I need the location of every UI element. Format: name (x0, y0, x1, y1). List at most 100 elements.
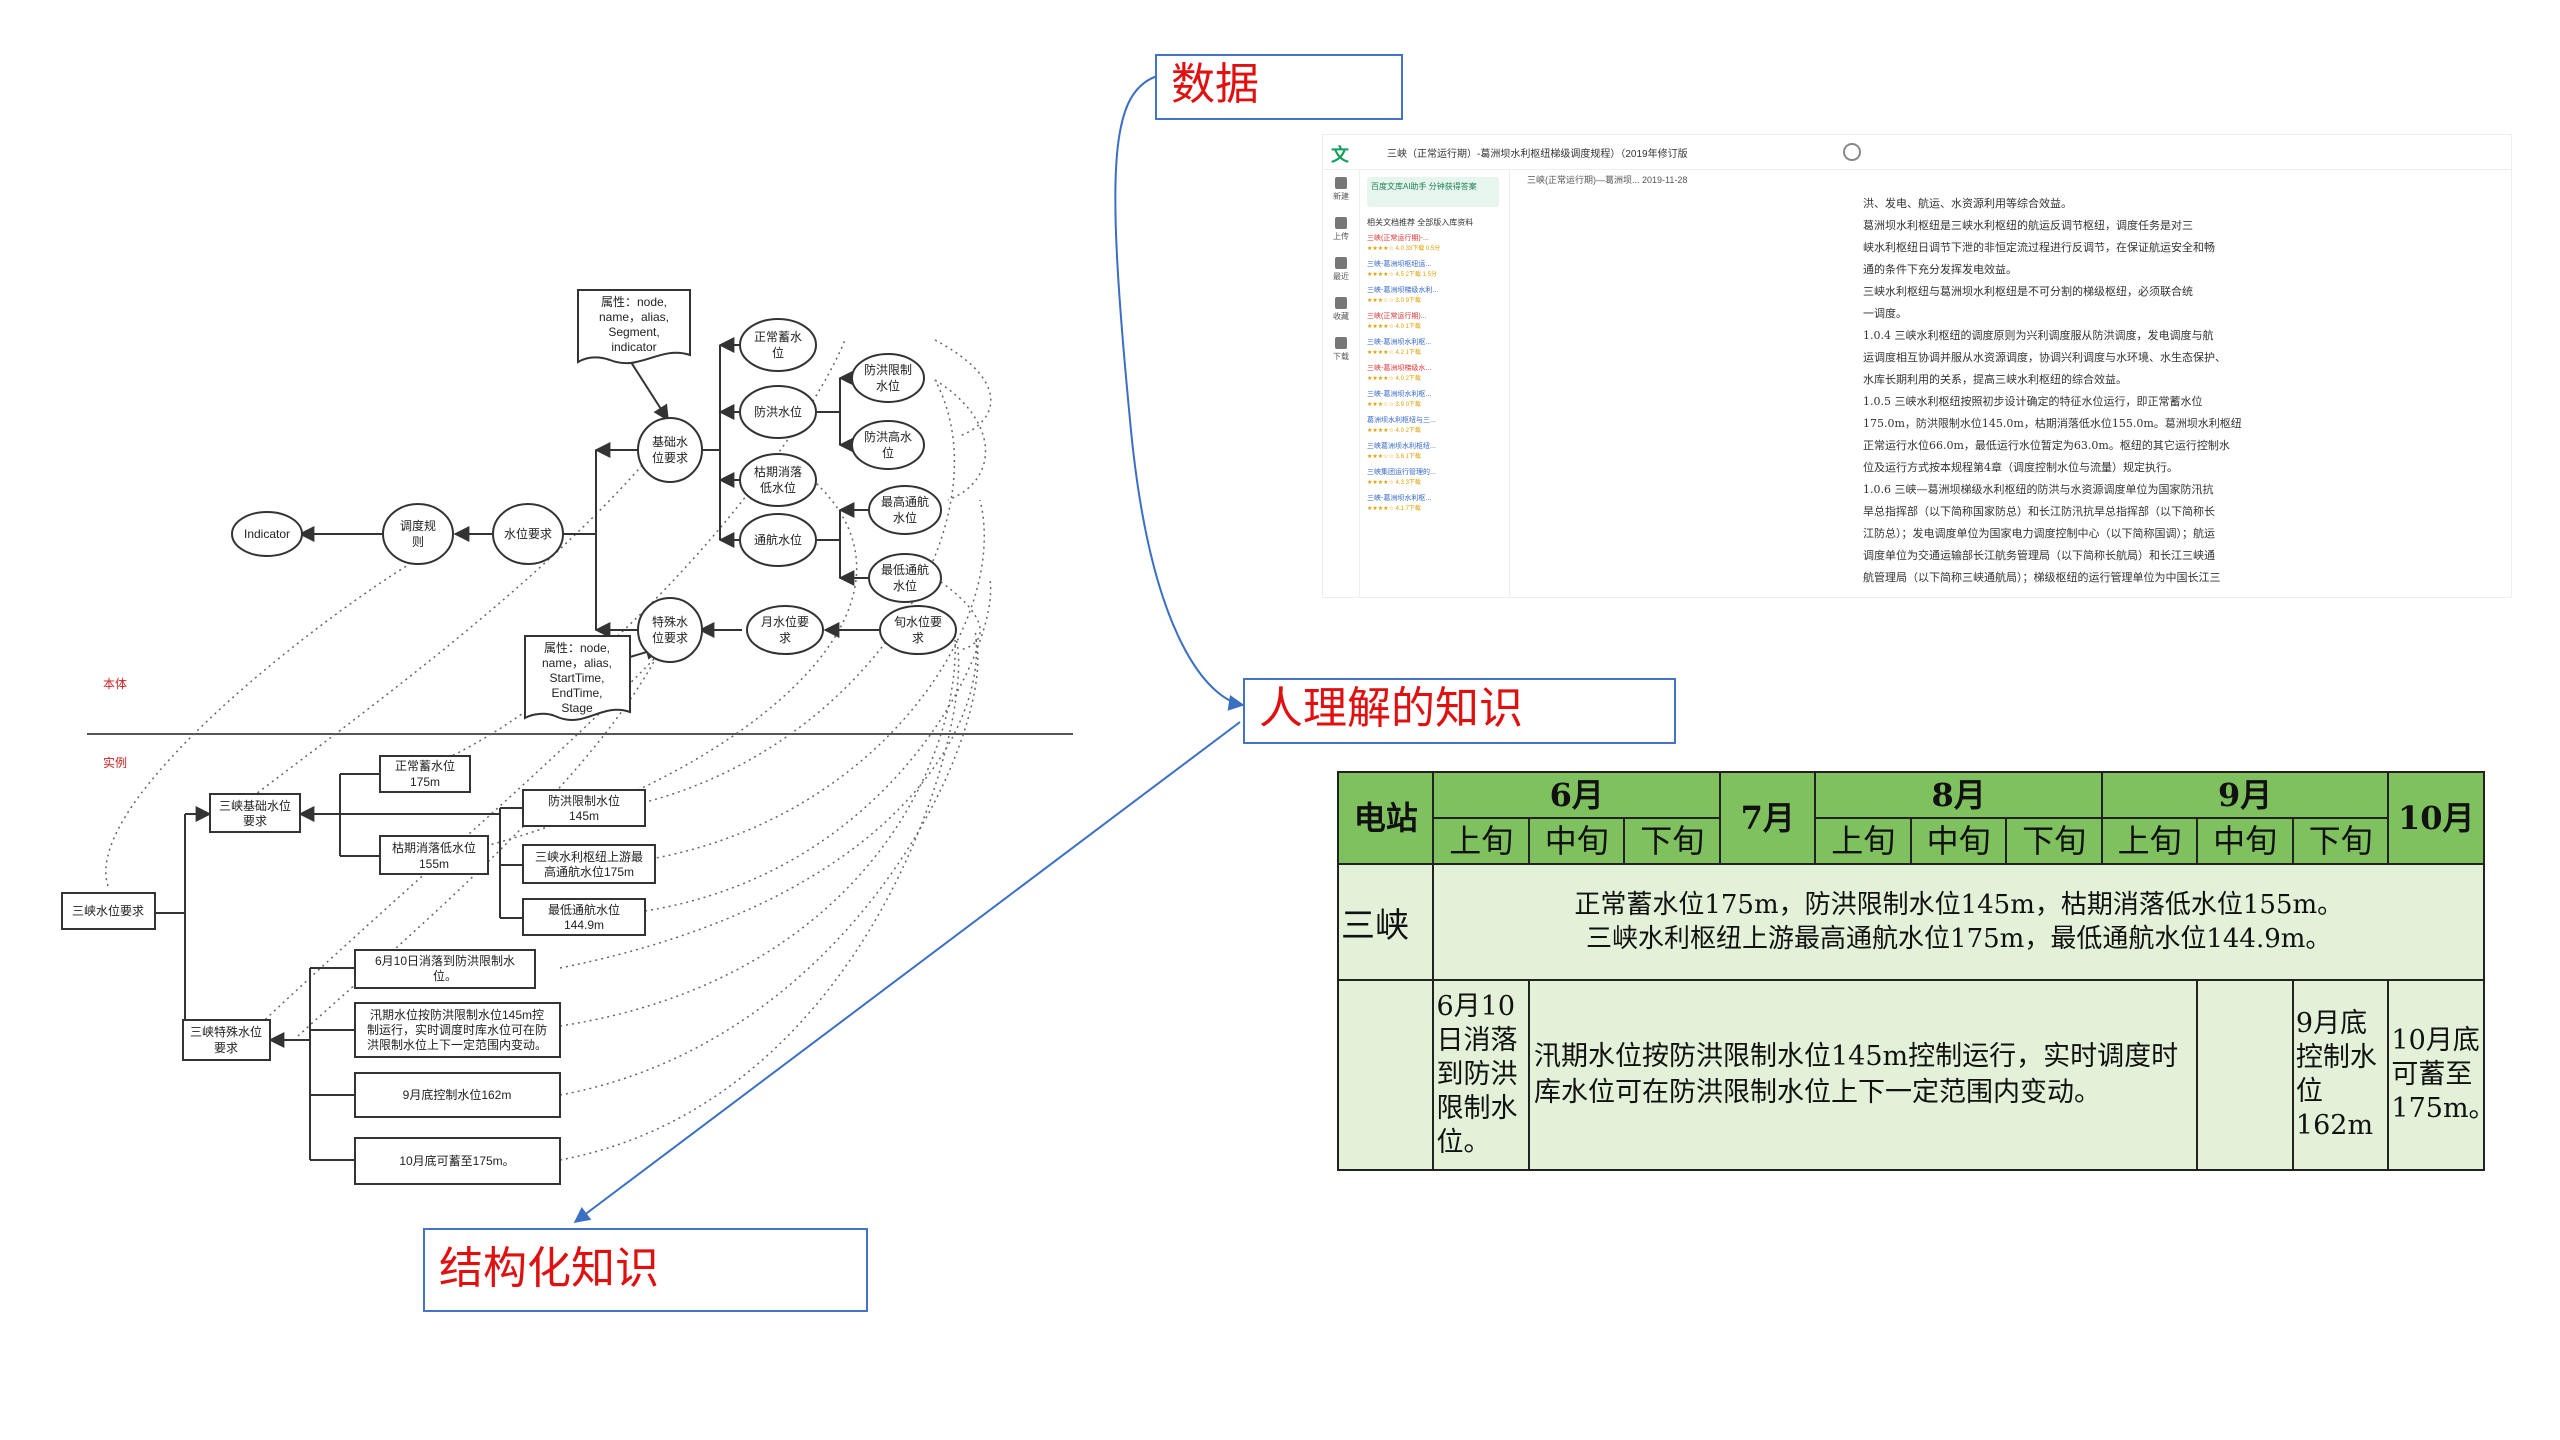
svg-text:水位: 水位 (893, 510, 917, 525)
svg-text:调度规: 调度规 (400, 518, 436, 533)
svg-text:位要求: 位要求 (652, 630, 688, 645)
svg-text:10月底可蓄至175m。: 10月底可蓄至175m。 (399, 1153, 514, 1168)
node-dispatch-rule[interactable]: 调度规 则 (382, 503, 454, 565)
related-doc-item[interactable]: 葛洲坝水利枢纽与三...★★★★☆ 4.0 2下载 (1367, 417, 1436, 434)
attribute-note-special: 属性：node, name，alias, StartTime, EndTime,… (524, 635, 631, 721)
upload-icon (1335, 217, 1347, 229)
node-basic-requirement[interactable]: 基础水 位要求 (637, 417, 703, 483)
related-doc-item[interactable]: 三峡-葛洲坝枢纽运...★★★★☆ 4.5 2下载 1.5分 (1367, 261, 1437, 278)
header-sep-early: 上旬 (2100, 817, 2199, 865)
node-indicator[interactable]: Indicator (231, 511, 303, 557)
svg-text:155m: 155m (419, 857, 449, 871)
nav-upload[interactable]: 上传 (1327, 217, 1355, 242)
basic-req-line-1: 正常蓄水位175m，防洪限制水位145m，枯期消落低水位155m。 (1574, 890, 2344, 920)
doc-line: 旱总指挥部（以下简称国家防总）和长江防汛抗旱总指挥部（以下简称长 (1863, 505, 2215, 518)
search-icon[interactable] (1843, 143, 1861, 161)
header-august: 8月 (1814, 771, 2103, 819)
svg-text:月水位要: 月水位要 (761, 614, 809, 629)
svg-text:最高通航: 最高通航 (881, 494, 929, 509)
node-level-requirement[interactable]: 水位要求 (492, 503, 564, 565)
nav-recent[interactable]: 最近 (1327, 257, 1355, 282)
instance-oct-end[interactable]: 10月底可蓄至175m。 (354, 1137, 561, 1185)
callout-data: 数据 (1155, 54, 1403, 120)
instance-basic[interactable]: 三峡基础水位 要求 (209, 793, 301, 833)
related-doc-item[interactable]: 三峡-葛洲坝水利枢...★★★★☆ 4.2 1下载 (1367, 339, 1432, 356)
svg-text:9月底控制水位162m: 9月底控制水位162m (403, 1087, 512, 1102)
svg-text:汛期水位按防洪限制水位145m控: 汛期水位按防洪限制水位145m控 (370, 1007, 544, 1022)
svg-text:枯期消落: 枯期消落 (754, 464, 802, 479)
node-special-requirement[interactable]: 特殊水 位要求 (637, 597, 703, 663)
node-dekad-requirement[interactable]: 旬水位要 求 (879, 605, 957, 655)
doc-line: 1.0.5 三峡水利枢纽按照初步设计确定的特征水位运行，即正常蓄水位 (1863, 395, 2203, 408)
svg-text:三峡基础水位: 三峡基础水位 (219, 798, 291, 813)
related-doc-item[interactable]: 三峡-葛洲坝梯级水...★★★★☆ 4.0 2下载 (1367, 365, 1432, 382)
header-jun-late: 下旬 (1623, 817, 1721, 865)
related-doc-item[interactable]: 三峡-葛洲坝水利枢...★★★☆☆ 3.9 0下载 (1367, 391, 1432, 408)
svg-text:旬水位要: 旬水位要 (894, 614, 942, 629)
doc-line: 175.0m，防洪限制水位145.0m，枯期消落低水位155.0m。葛洲坝水利枢… (1863, 417, 2242, 430)
header-september: 9月 (2100, 771, 2390, 819)
svg-text:水位: 水位 (893, 578, 917, 593)
instance-sep-end[interactable]: 9月底控制水位162m (354, 1072, 561, 1118)
instance-normal-storage[interactable]: 正常蓄水位 175m (379, 755, 471, 793)
svg-text:三峡特殊水位: 三峡特殊水位 (190, 1024, 262, 1039)
node-flood-high[interactable]: 防洪高水 位 (851, 420, 925, 470)
node-navigation-level[interactable]: 通航水位 (739, 513, 817, 567)
instance-flood-limit[interactable]: 防洪限制水位 145m (522, 789, 646, 827)
instance-nav-high[interactable]: 三峡水利枢纽上游最 高通航水位175m (522, 844, 656, 884)
nav-download[interactable]: 下载 (1327, 337, 1355, 362)
nav-label: 上传 (1333, 232, 1349, 241)
header-station: 电站 (1336, 771, 1435, 865)
node-nav-high[interactable]: 最高通航 水位 (868, 485, 942, 535)
doc-line: 1.0.4 三峡水利枢纽的调度原则为兴利调度服从防洪调度，发电调度与航 (1863, 329, 2214, 342)
header-sep-late: 下旬 (2291, 817, 2390, 865)
doc-subheading: 三峡(正常运行期)—葛洲坝... 2019-11-28 (1527, 175, 1688, 185)
node-normal-storage[interactable]: 正常蓄水 位 (739, 318, 817, 372)
callout-structured-knowledge: 结构化知识 (423, 1228, 868, 1312)
instance-root[interactable]: 三峡水位要求 (61, 892, 156, 930)
related-doc-item[interactable]: 三峡-葛洲坝水利枢...★★★★☆ 4.1 7下载 (1367, 495, 1432, 512)
svg-text:位: 位 (882, 445, 894, 460)
svg-text:水位要求: 水位要求 (504, 526, 552, 541)
svg-text:145m: 145m (569, 809, 599, 823)
related-doc-item[interactable]: 三峡-葛洲坝梯级水利...★★★☆☆ 3.0 9下载 (1367, 287, 1439, 304)
header-jun-early: 上旬 (1432, 817, 1530, 865)
svg-text:正常蓄水: 正常蓄水 (754, 330, 802, 344)
node-nav-low[interactable]: 最低通航 水位 (868, 553, 942, 603)
doc-line: 运调度相互协调并服从水资源调度，协调兴利调度与水环境、水生态保护、 (1863, 351, 2226, 364)
instance-dry-low[interactable]: 枯期消落低水位 155m (379, 835, 489, 875)
star-icon (1335, 297, 1347, 309)
node-flood-limit[interactable]: 防洪限制 水位 (851, 353, 925, 403)
ai-promo-banner[interactable]: 百度文库AI助手 分钟获得答案 (1367, 177, 1499, 207)
node-flood-level[interactable]: 防洪水位 (739, 385, 817, 439)
svg-text:求: 求 (912, 631, 924, 645)
instance-edges (155, 773, 523, 1161)
svg-text:要求: 要求 (243, 814, 267, 828)
nav-favorites[interactable]: 收藏 (1327, 297, 1355, 322)
station-sanxia: 三峡 (1336, 863, 1435, 981)
related-doc-item[interactable]: 三峡葛洲坝水利枢纽...★★★☆☆ 3.8 1下载 (1367, 443, 1436, 460)
svg-text:位。: 位。 (433, 968, 457, 983)
doc-toolbar: 文 三峡（正常运行期）-葛洲坝水利枢纽梯级调度规程）（2019年修订版 (1323, 135, 2511, 170)
related-docs-panel: 百度文库AI助手 分钟获得答案 相关文档推荐 全部版入库资料 三峡(正常运行期)… (1359, 169, 1510, 597)
callout-connectors (573, 74, 1245, 1223)
svg-text:位要求: 位要求 (652, 450, 688, 465)
instance-special[interactable]: 三峡特殊水位 要求 (182, 1019, 271, 1061)
doc-line: 洪、发电、航运、水资源利用等综合效益。 (1863, 197, 2072, 210)
nav-new[interactable]: 新建 (1327, 177, 1355, 202)
svg-text:基础水: 基础水 (652, 435, 688, 449)
svg-text:三峡水位要求: 三峡水位要求 (72, 903, 144, 918)
related-doc-item[interactable]: 三峡集团运行管理的...★★★★☆ 4.3 3下载 (1367, 469, 1436, 486)
station-empty (1336, 979, 1435, 1171)
svg-text:防洪高水: 防洪高水 (864, 429, 912, 444)
instance-june-10[interactable]: 6月10日消落到防洪限制水 位。 (354, 949, 536, 989)
node-monthly-requirement[interactable]: 月水位要 求 (746, 605, 824, 655)
svg-text:name，alias,: name，alias, (542, 656, 612, 670)
related-doc-item[interactable]: 三峡(正常运行期)...★★★★☆ 4.0 1下载 (1367, 313, 1427, 330)
node-dry-low[interactable]: 枯期消落 低水位 (739, 453, 817, 507)
related-doc-item[interactable]: 三峡(正常运行期)-...★★★★☆ 4.0 33下载 0.5分 (1367, 235, 1441, 252)
instance-nav-low[interactable]: 最低通航水位 144.9m (522, 898, 646, 936)
plus-icon (1335, 177, 1347, 189)
instance-flood-season[interactable]: 汛期水位按防洪限制水位145m控 制运行，实时调度时库水位可在防 洪限制水位上下… (354, 1002, 561, 1058)
